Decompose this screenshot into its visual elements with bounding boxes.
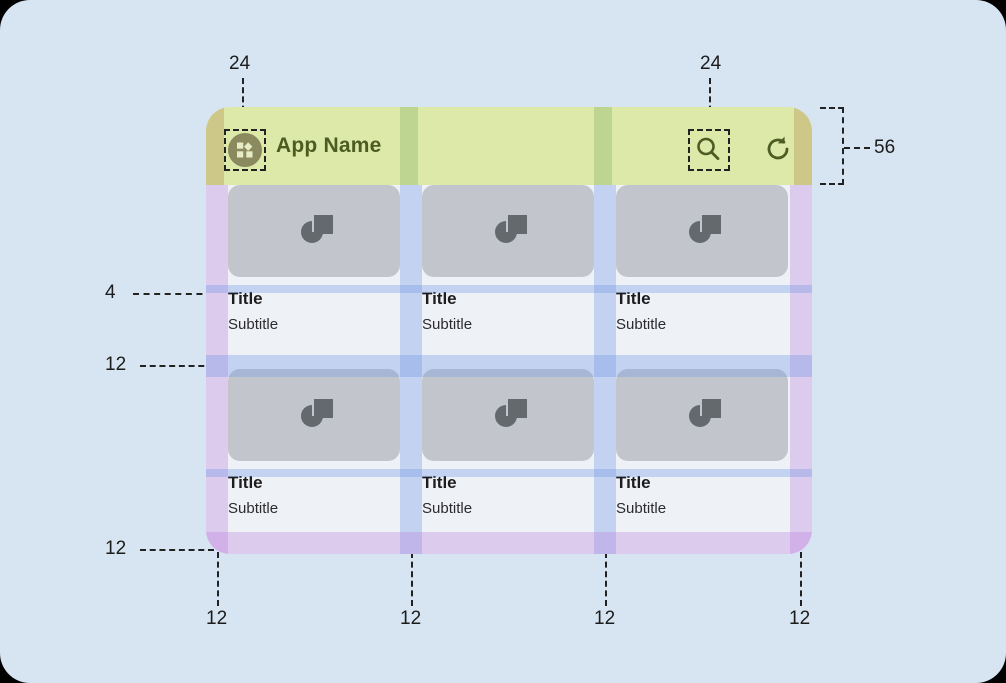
refresh-icon[interactable] <box>762 133 794 165</box>
card-thumbnail <box>422 185 594 277</box>
app-title: App Name <box>276 134 382 157</box>
app-icon-measure-box <box>224 129 266 171</box>
annotation-icon-left-size: 24 <box>229 53 251 74</box>
appbar-height-bracket <box>820 107 844 185</box>
card-row: Title Subtitle Title Subtitle <box>206 355 812 525</box>
card[interactable]: Title Subtitle <box>616 185 788 334</box>
annotation-bottom-padding: 12 <box>105 538 127 559</box>
card-thumbnail <box>616 185 788 277</box>
card[interactable]: Title Subtitle <box>228 369 400 518</box>
card-subtitle: Subtitle <box>228 499 279 517</box>
card-subtitle: Subtitle <box>616 315 667 333</box>
leader-line-row-gap <box>140 365 214 367</box>
appbar-column-band-2 <box>594 107 612 185</box>
card[interactable]: Title Subtitle <box>422 185 594 334</box>
leader-line-bottom-padding <box>140 549 214 551</box>
annotation-left-padding: 12 <box>206 608 228 629</box>
image-placeholder-icon <box>495 399 527 427</box>
card-title: Title <box>228 289 263 308</box>
card-title: Title <box>228 473 263 492</box>
card-title: Title <box>616 473 651 492</box>
card-meta: Title Subtitle <box>616 277 788 334</box>
card-meta: Title Subtitle <box>422 461 594 518</box>
app-bar <box>206 107 812 185</box>
card-thumbnail <box>228 369 400 461</box>
annotation-gutter-2: 12 <box>594 608 616 629</box>
search-icon-measure-box <box>688 129 730 171</box>
card[interactable]: Title Subtitle <box>228 185 400 334</box>
leader-line-right-padding <box>800 552 802 606</box>
image-placeholder-icon <box>301 215 333 243</box>
card-title: Title <box>616 289 651 308</box>
card-thumbnail <box>422 369 594 461</box>
image-placeholder-icon <box>689 215 721 243</box>
card-meta: Title Subtitle <box>616 461 788 518</box>
annotation-gutter-1: 12 <box>400 608 422 629</box>
app-grid-icon[interactable] <box>228 133 262 167</box>
app-mockup-frame: Title Subtitle Title Subtitle <box>206 107 812 554</box>
appbar-right-padding-overlay <box>794 107 812 185</box>
card-title: Title <box>422 289 457 308</box>
leader-line-left-padding <box>217 552 219 606</box>
leader-line-icon-right <box>709 78 711 130</box>
card[interactable]: Title Subtitle <box>616 369 788 518</box>
image-placeholder-icon <box>301 399 333 427</box>
card-subtitle: Subtitle <box>616 499 667 517</box>
image-placeholder-icon <box>495 215 527 243</box>
card-grid: Title Subtitle Title Subtitle <box>206 185 812 525</box>
overlay-bottom-padding <box>206 532 812 554</box>
leader-line-gutter-2 <box>605 552 607 606</box>
search-glyph <box>697 137 720 161</box>
refresh-glyph <box>767 136 789 160</box>
card-thumbnail <box>228 185 400 277</box>
annotation-appbar-height: 56 <box>874 137 896 158</box>
leader-line-image-text-gap <box>133 293 213 295</box>
annotation-icon-right-size: 24 <box>700 53 722 74</box>
leader-line-appbar-height <box>844 147 870 149</box>
card[interactable]: Title Subtitle <box>422 369 594 518</box>
card-title: Title <box>422 473 457 492</box>
annotation-row-gap: 12 <box>105 354 127 375</box>
search-icon[interactable] <box>692 133 724 165</box>
annotation-right-padding: 12 <box>789 608 811 629</box>
leader-line-gutter-1 <box>411 552 413 606</box>
appbar-column-band-1 <box>400 107 418 185</box>
card-subtitle: Subtitle <box>422 315 473 333</box>
image-placeholder-icon <box>689 399 721 427</box>
grid-glyph <box>237 142 253 158</box>
card-meta: Title Subtitle <box>228 277 400 334</box>
card-subtitle: Subtitle <box>422 499 473 517</box>
card-subtitle: Subtitle <box>228 315 279 333</box>
card-meta: Title Subtitle <box>422 277 594 334</box>
annotation-image-text-gap: 4 <box>105 282 116 303</box>
card-meta: Title Subtitle <box>228 461 400 518</box>
card-row: Title Subtitle Title Subtitle <box>206 185 812 355</box>
leader-line-icon-left <box>242 78 244 130</box>
card-thumbnail <box>616 369 788 461</box>
appbar-left-padding-overlay <box>206 107 224 185</box>
